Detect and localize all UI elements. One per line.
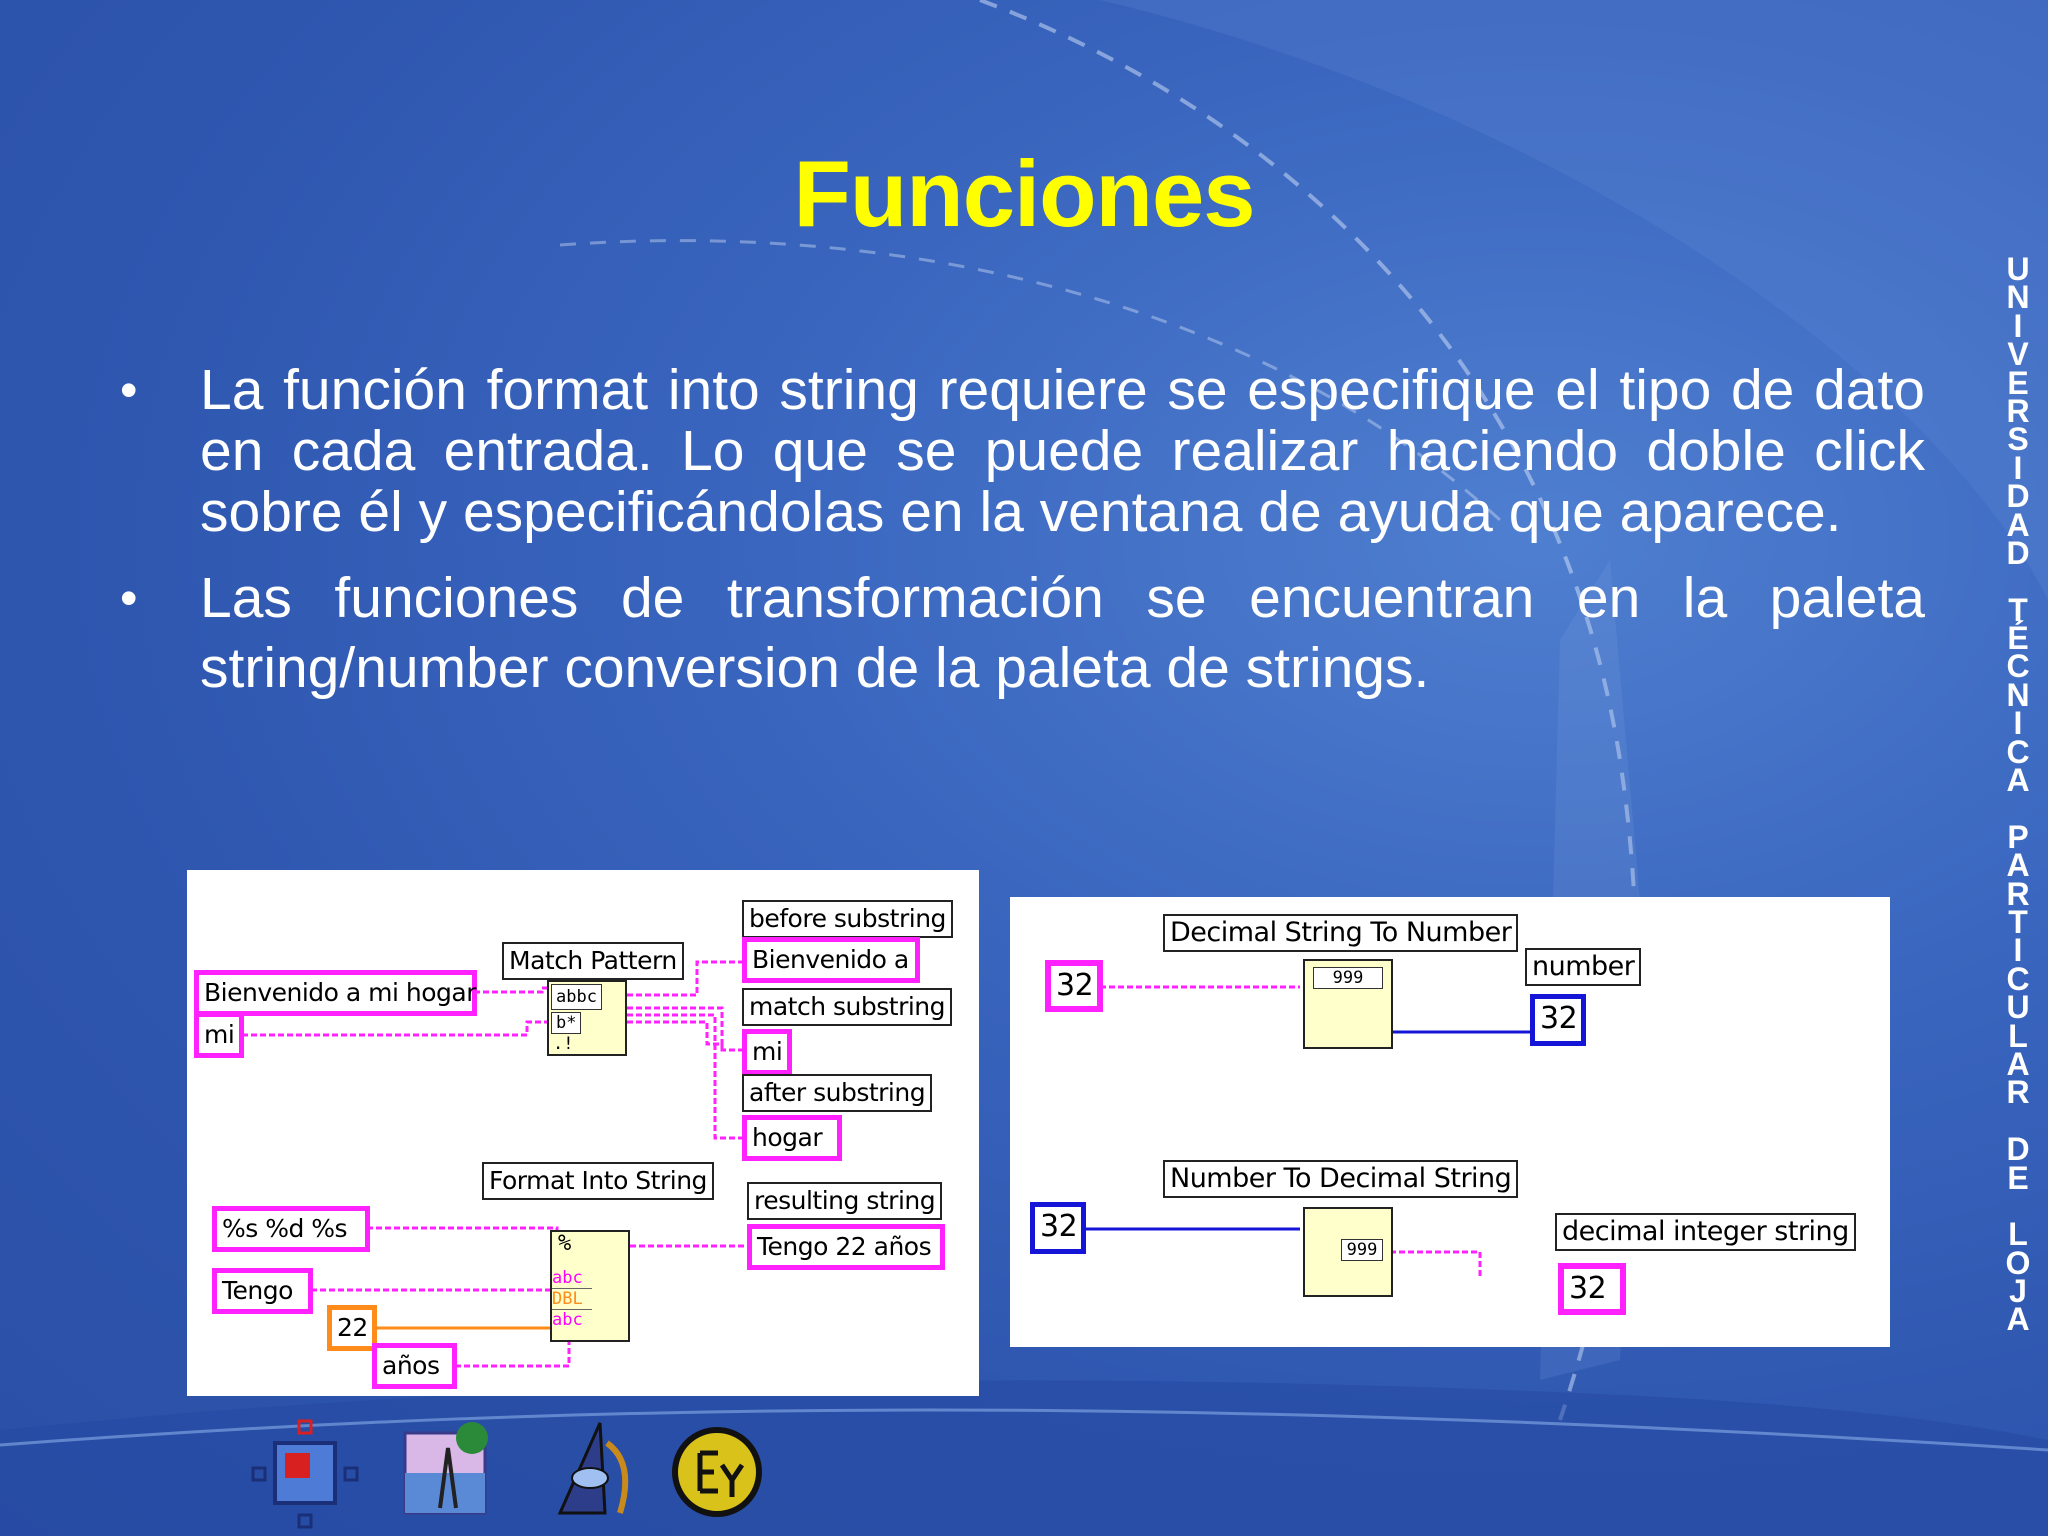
diagram-match-format: Match Pattern Bienvenido a mi hogar mi a… xyxy=(187,870,979,1396)
bullet-marker: • xyxy=(120,362,138,418)
vertical-letter: R xyxy=(2006,392,2030,429)
vertical-letter: S xyxy=(2007,421,2029,458)
vertical-letter: A xyxy=(2006,1301,2030,1338)
vertical-letter: I xyxy=(2013,307,2023,344)
vertical-letter: L xyxy=(2008,1017,2028,1054)
dec-to-num-node[interactable]: 999 xyxy=(1303,959,1393,1049)
num-to-dec-title: Number To Decimal String xyxy=(1163,1160,1519,1198)
vertical-letter: L xyxy=(2008,1216,2028,1253)
vertical-letter: V xyxy=(2007,336,2029,373)
bullet-text: Las funciones de transformación se encue… xyxy=(200,566,1925,700)
vertical-letter: C xyxy=(2006,648,2030,685)
vertical-letter: O xyxy=(2005,1244,2031,1281)
vertical-letter: U xyxy=(2006,989,2030,1026)
match-pattern-icon-text: abbc xyxy=(551,984,602,1010)
bullet-list: • La función format into string requiere… xyxy=(120,360,1925,723)
vertical-letter: C xyxy=(2006,960,2030,997)
num-to-dec-input[interactable]: 32 xyxy=(1030,1202,1086,1254)
num-to-dec-icon-text: 999 xyxy=(1341,1239,1383,1261)
eye-logo xyxy=(557,1422,629,1515)
vertical-letter: U xyxy=(2006,251,2030,287)
number-output-indicator: 32 xyxy=(1530,994,1586,1046)
type-tag-abc: abc xyxy=(552,1268,592,1289)
vertical-letter: É xyxy=(2007,620,2029,657)
vertical-letter: R xyxy=(2006,1074,2030,1111)
input-pattern-constant[interactable]: mi xyxy=(194,1012,244,1058)
input-string-constant[interactable]: Bienvenido a mi hogar xyxy=(194,970,477,1016)
vertical-letter: I xyxy=(2013,705,2023,742)
match-substring-label: match substring xyxy=(742,988,953,1026)
arg-number-constant[interactable]: 22 xyxy=(327,1305,377,1351)
bullet-item: • La función format into string requiere… xyxy=(120,360,1925,543)
vertical-letter: P xyxy=(2007,818,2029,855)
vertical-letter: D xyxy=(2006,478,2030,515)
after-substring-label: after substring xyxy=(742,1074,933,1112)
bullet-marker: • xyxy=(120,570,138,626)
vertical-letter: A xyxy=(2006,847,2030,884)
vertical-letter: D xyxy=(2006,534,2030,571)
match-pattern-title: Match Pattern xyxy=(502,942,684,980)
ey-logo xyxy=(672,1427,762,1517)
type-tag-abc: abc xyxy=(552,1310,583,1330)
resulting-string-indicator: Tengo 22 años xyxy=(747,1224,945,1270)
vertical-letter: D xyxy=(2006,1131,2030,1168)
dec-to-num-icon-text: 999 xyxy=(1313,967,1383,989)
arg-anos-constant[interactable]: años xyxy=(372,1343,457,1389)
vertical-letter: E xyxy=(2007,364,2029,401)
format-icon-text: % xyxy=(558,1231,572,1256)
vertical-letter: A xyxy=(2006,506,2030,543)
format-into-string-title: Format Into String xyxy=(482,1162,714,1200)
arg-tengo-constant[interactable]: Tengo xyxy=(212,1268,313,1314)
format-into-string-node[interactable]: % abc DBL abc xyxy=(550,1230,630,1342)
before-substring-indicator: Bienvenido a xyxy=(742,937,920,983)
type-tag-dbl: DBL xyxy=(552,1289,592,1310)
slide-title: Funciones xyxy=(793,141,1255,246)
match-pattern-node[interactable]: abbc b* .! xyxy=(547,980,627,1056)
vertical-letter: J xyxy=(2009,1273,2027,1310)
vertical-letter: A xyxy=(2006,762,2030,799)
dec-to-num-title: Decimal String To Number xyxy=(1163,914,1519,952)
resulting-string-label: resulting string xyxy=(747,1182,943,1220)
diagram2-wires xyxy=(1082,985,1530,1279)
vertical-letter: T xyxy=(2008,903,2028,940)
bullet-text: La función format into string requiere s… xyxy=(200,358,1925,544)
vertical-letter: I xyxy=(2013,449,2023,486)
diagram-number-conversion: Decimal String To Number 32 999 number 3… xyxy=(1010,897,1890,1347)
vertical-letter: A xyxy=(2006,1045,2030,1082)
vertical-letter: I xyxy=(2013,932,2023,969)
vertical-letter: N xyxy=(2006,279,2030,316)
sig-logo xyxy=(251,1419,359,1529)
vertical-letter: R xyxy=(2006,875,2030,912)
vertical-letter: N xyxy=(2006,676,2030,713)
decimal-string-label: decimal integer string xyxy=(1555,1213,1856,1251)
format-string-constant[interactable]: %s %d %s xyxy=(212,1206,370,1252)
match-pattern-icon-text: b* xyxy=(551,1012,582,1034)
num-to-dec-node[interactable]: 999 xyxy=(1303,1207,1393,1297)
vertical-letter: T xyxy=(2008,591,2028,628)
number-output-label: number xyxy=(1525,948,1642,986)
after-substring-indicator: hogar xyxy=(742,1115,842,1161)
match-pattern-icon-text: .! xyxy=(553,1034,574,1054)
dec-to-num-input[interactable]: 32 xyxy=(1045,960,1103,1012)
vertical-letter: C xyxy=(2006,733,2030,770)
before-substring-label: before substring xyxy=(742,900,953,938)
match-substring-indicator: mi xyxy=(742,1029,792,1075)
antenna-logo xyxy=(403,1422,488,1515)
bullet-item: • Las funciones de transformación se enc… xyxy=(120,563,1925,703)
decimal-string-indicator: 32 xyxy=(1558,1263,1626,1315)
vertical-letter: E xyxy=(2007,1159,2029,1196)
